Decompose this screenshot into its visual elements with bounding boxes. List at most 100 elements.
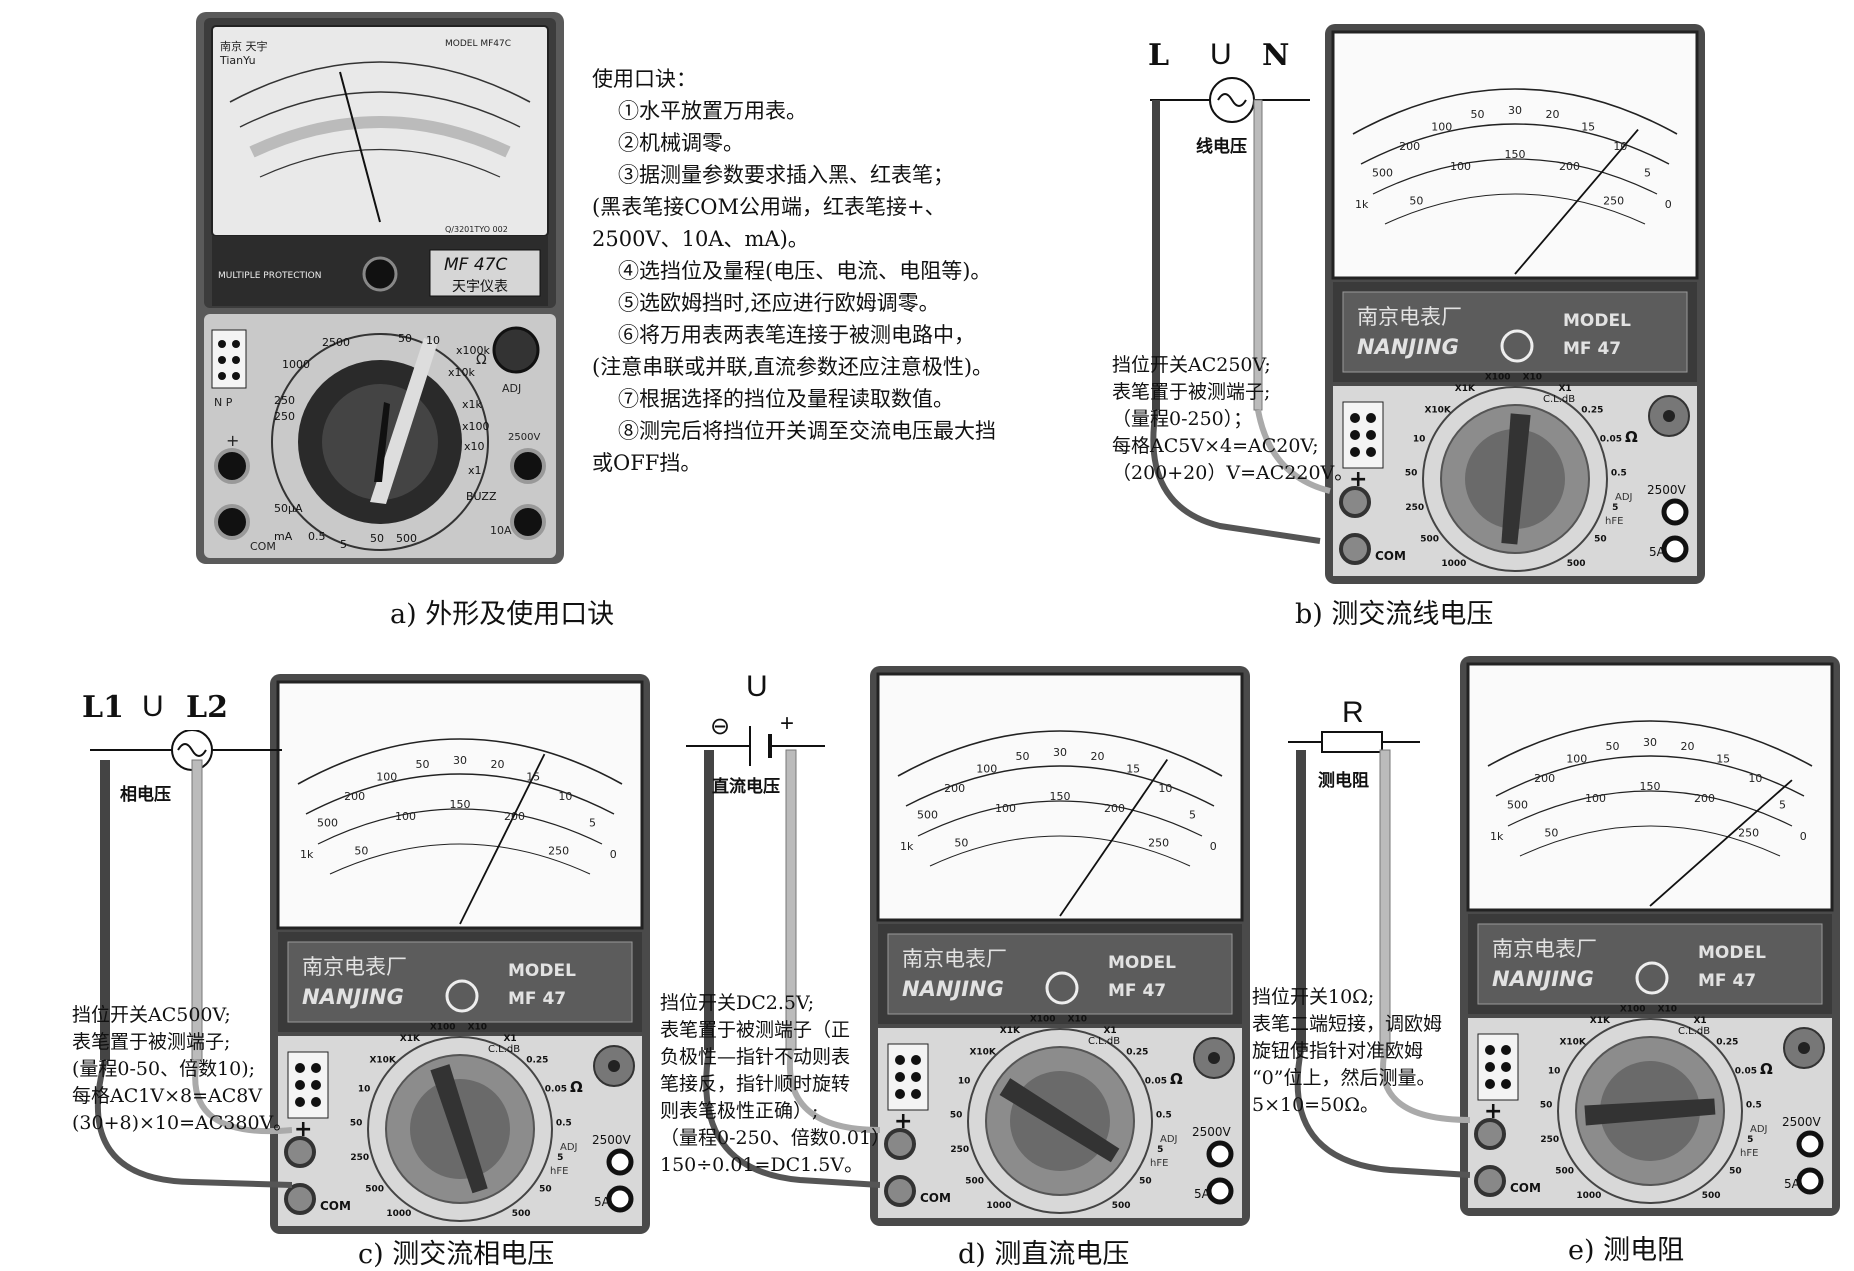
scale-tick-label: 0 [1800,830,1807,843]
scale-tick-label: 100 [395,810,416,823]
meter-hfe-label: hFE [1605,516,1623,527]
scale-tick-label: 50 [354,844,368,857]
meter-2500v-jack-label: 2500V [1647,483,1687,497]
meter-model-label: MODEL [508,961,576,981]
note-line: 每格AC5V×4=AC20V; [1112,435,1319,457]
range-label: x10 [464,440,485,453]
usage-rule-line: ⑥将万用表两表笔连接于被测电路中， [618,323,975,347]
note-line: （量程0-250、倍数0.01） [660,1127,891,1149]
meter-a-illustration: 南京 天宇 TianYu MODEL MF47C Q/3201TYO 002 M… [196,12,564,564]
knob-range-label: X1 [1558,384,1571,394]
range-switch-knob[interactable] [430,1064,489,1194]
meter-2500v-jack-label: 2500V [1192,1125,1232,1139]
note-line: 每格AC1V×8=AC8V [72,1085,263,1107]
knob-range-label: 250 [350,1153,369,1163]
meter-illustration: 南京电表厂 NANJING MODEL MF 47 + COM 2500V 5A… [1325,24,1705,584]
knob-range-label: 1000 [986,1201,1011,1211]
meter-needle [459,753,546,925]
meter-model-label: MODEL [1698,943,1766,963]
panel-d-sym-label: 直流电压 [712,777,780,796]
meter-needle [1649,779,1793,907]
range-label: 50μA [274,502,303,515]
scale-tick-label: 0 [1210,840,1217,853]
meter-brand-cn: 南京电表厂 [302,955,407,979]
scale-tick-label: 50 [1409,194,1423,207]
panel-e-sym-label: 测电阻 [1318,771,1369,790]
note-line: 挡位开关AC250V; [1112,354,1271,376]
scale-tick-label: 150 [1640,780,1661,793]
knob-range-label: 250 [1405,503,1424,513]
knob-range-label: X100 [1030,1015,1056,1025]
caption-d: d) 测直流电压 [958,1239,1130,1270]
scale-tick-label: 20 [1091,750,1105,763]
knob-range-label: 5 [1747,1135,1753,1145]
meter-com-jack-label: COM [1510,1181,1541,1195]
knob-range-label: 0.05 [1145,1077,1167,1087]
knob-range-label: 50 [1540,1101,1553,1111]
range-switch-knob[interactable] [1584,1096,1716,1126]
note-line: 150÷0.01=DC1.5V。 [660,1154,864,1176]
meter-a-np-label: N P [214,396,233,409]
panel-c-sym-l1: L1 [82,690,124,725]
knob-range-label: 10 [358,1085,371,1095]
range-switch-knob[interactable] [1499,413,1531,545]
panel-e-note: 挡位开关10Ω; 表笔二端短接，调欧姆 旋钮使指针对准欧姆 “0”位上，然后测量… [1252,984,1442,1119]
panel-b-sym-l: L [1148,38,1170,73]
scale-tick-label: 500 [1372,166,1393,179]
scale-tick-label: 50 [1016,750,1030,763]
meter-5a-jack-label: 5A [1194,1187,1211,1201]
scale-tick-label: 200 [944,782,965,795]
meter-illustration: 南京电表厂 NANJING MODEL MF 47 + COM 2500V 5A… [270,674,650,1234]
meter-a-plus-label: + [226,431,239,450]
knob-range-label: 10 [958,1077,971,1087]
meter-a-model-top: MODEL MF47C [445,39,511,49]
knob-range-label: 250 [1540,1135,1559,1145]
scale-tick-label: 200 [1104,802,1125,815]
scale-tick-label: 50 [1544,826,1558,839]
knob-range-label: 1000 [386,1209,411,1219]
panel-b-circuit [1150,77,1331,544]
usage-rules: 使用口诀： ①水平放置万用表。 ②机械调零。 ③据测量参数要求插入黑、红表笔； … [592,63,996,479]
knob-range-label: 10 [1413,435,1426,445]
scale-tick-label: 500 [917,808,938,821]
range-label: 0.5 [308,530,326,543]
meter-adj-label: ADJ [1615,492,1633,503]
usage-rules-title: 使用口诀： [592,67,697,91]
knob-range-label: 0.25 [1126,1047,1148,1057]
meter-adj-label: ADJ [1750,1124,1768,1135]
knob-range-label: 0.5 [1156,1111,1172,1121]
knob-range-label: 500 [1420,534,1439,544]
note-line: 表笔置于被测端子; [1112,381,1271,403]
panel-e-circuit [1288,731,1470,1178]
range-label: 250 [274,410,295,423]
meter-e: 南京电表厂 NANJING MODEL MF 47 + COM 2500V 5A… [1460,656,1840,1220]
scale-tick-label: 10 [1613,140,1627,153]
knob-range-label: X10K [1424,405,1451,415]
knob-range-label: 0.25 [1716,1037,1738,1047]
scale-tick-label: 15 [1716,752,1730,765]
scale-tick-label: 1k [1490,830,1504,843]
scale-tick-label: 200 [344,790,365,803]
meter-hfe-label: hFE [1740,1148,1758,1159]
note-line: 旋钮使指针对准欧姆 [1252,1040,1424,1062]
panel-a: 南京 天宇 TianYu MODEL MF47C Q/3201TYO 002 M… [190,12,570,564]
caption-a: a) 外形及使用口诀 [390,599,615,630]
range-label: 5 [340,538,347,551]
note-line: “0”位上，然后测量。 [1252,1067,1436,1089]
scale-tick-label: 5 [1189,808,1196,821]
meter-plus-jack-label: + [894,1109,912,1134]
meter-ohm-label: Ω [1170,1070,1183,1088]
scale-tick-label: 10 [1748,772,1762,785]
knob-range-label: 0.05 [545,1085,567,1095]
knob-range-label: 250 [950,1145,969,1155]
scale-tick-label: 1k [1355,198,1369,211]
scale-tick-label: 30 [1508,104,1522,117]
scale-tick-label: 0 [1665,198,1672,211]
knob-range-label: 500 [1567,559,1586,569]
scale-tick-label: 15 [526,770,540,783]
knob-range-label: X10 [1523,373,1542,383]
range-switch-knob[interactable] [999,1078,1121,1164]
scale-tick-label: 200 [504,810,525,823]
scale-tick-label: 50 [1606,740,1620,753]
knob-range-label: 0.05 [1735,1067,1757,1077]
